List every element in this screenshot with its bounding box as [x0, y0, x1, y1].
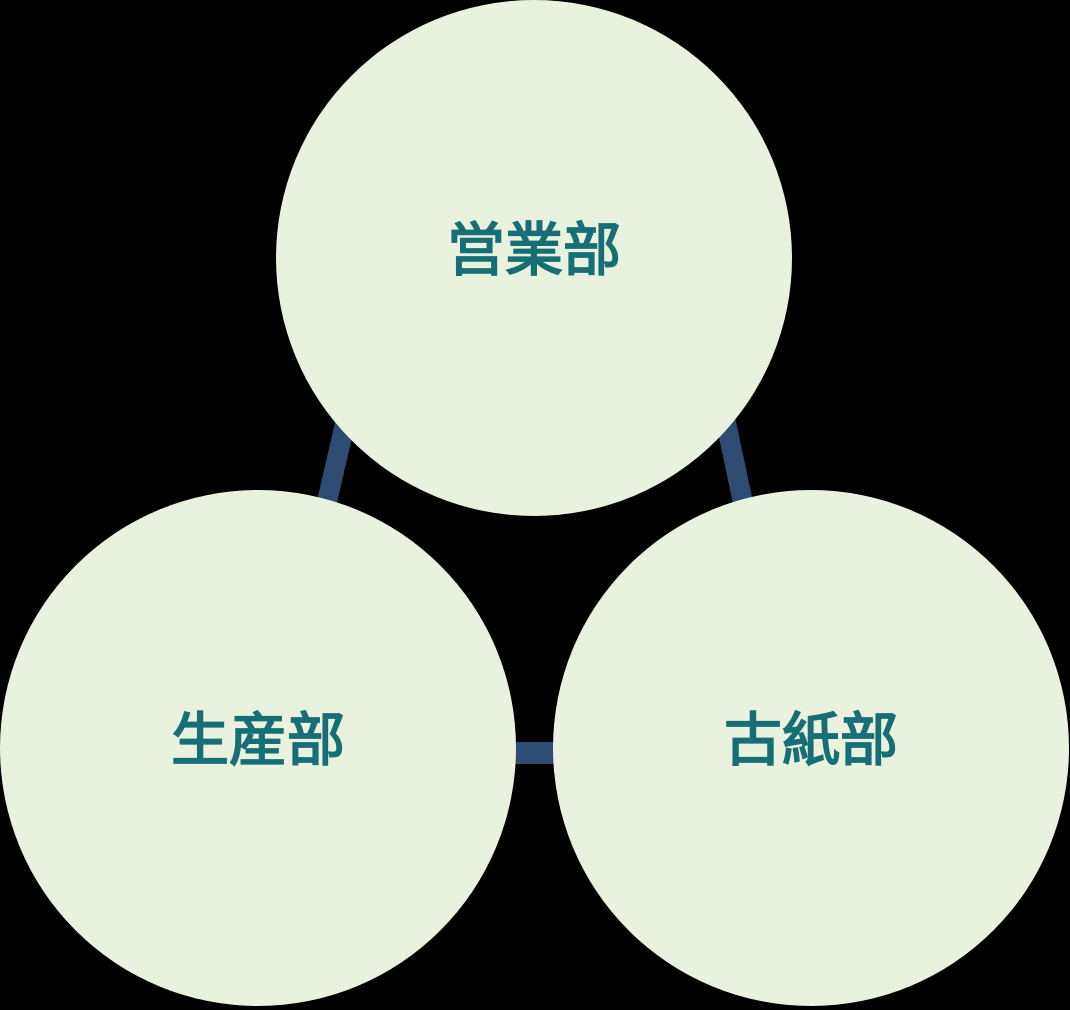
- circle-sales-department: 営業部: [276, 0, 792, 516]
- circle-production-department: 生産部: [0, 490, 516, 1006]
- circle-recycled-paper-department: 古紙部: [553, 490, 1069, 1006]
- production-department-label: 生産部: [170, 706, 345, 774]
- recycled-paper-department-label: 古紙部: [723, 706, 898, 774]
- sales-department-label: 営業部: [446, 216, 621, 284]
